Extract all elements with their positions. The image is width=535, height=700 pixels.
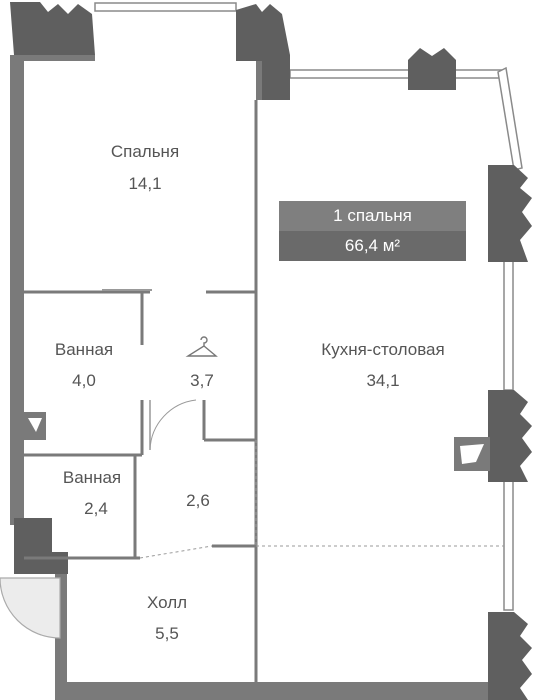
bathroom-2-label: Ванная <box>62 468 122 487</box>
corridor-area: 2,6 <box>186 491 210 510</box>
bathroom-1-area: 4,0 <box>72 371 96 390</box>
doors <box>0 289 197 639</box>
bedroom-count-badge: 1 спальня <box>279 201 466 231</box>
total-area-badge: 66,4 м² <box>279 231 466 261</box>
closet-area: 3,7 <box>190 371 214 390</box>
bedroom-label: Спальня <box>110 142 180 161</box>
hall-area: 5,5 <box>155 624 179 643</box>
hall-label: Холл <box>146 593 188 612</box>
bathroom-1-label: Ванная <box>54 340 114 359</box>
kitchen-area: 34,1 <box>366 371 400 390</box>
kitchen-label: Кухня-столовая <box>321 340 445 359</box>
columns <box>10 2 532 700</box>
hanger-icon <box>185 336 218 357</box>
bathroom-2-area: 2,4 <box>84 499 108 518</box>
bedroom-area: 14,1 <box>128 174 162 193</box>
zone-dividers <box>139 440 504 559</box>
